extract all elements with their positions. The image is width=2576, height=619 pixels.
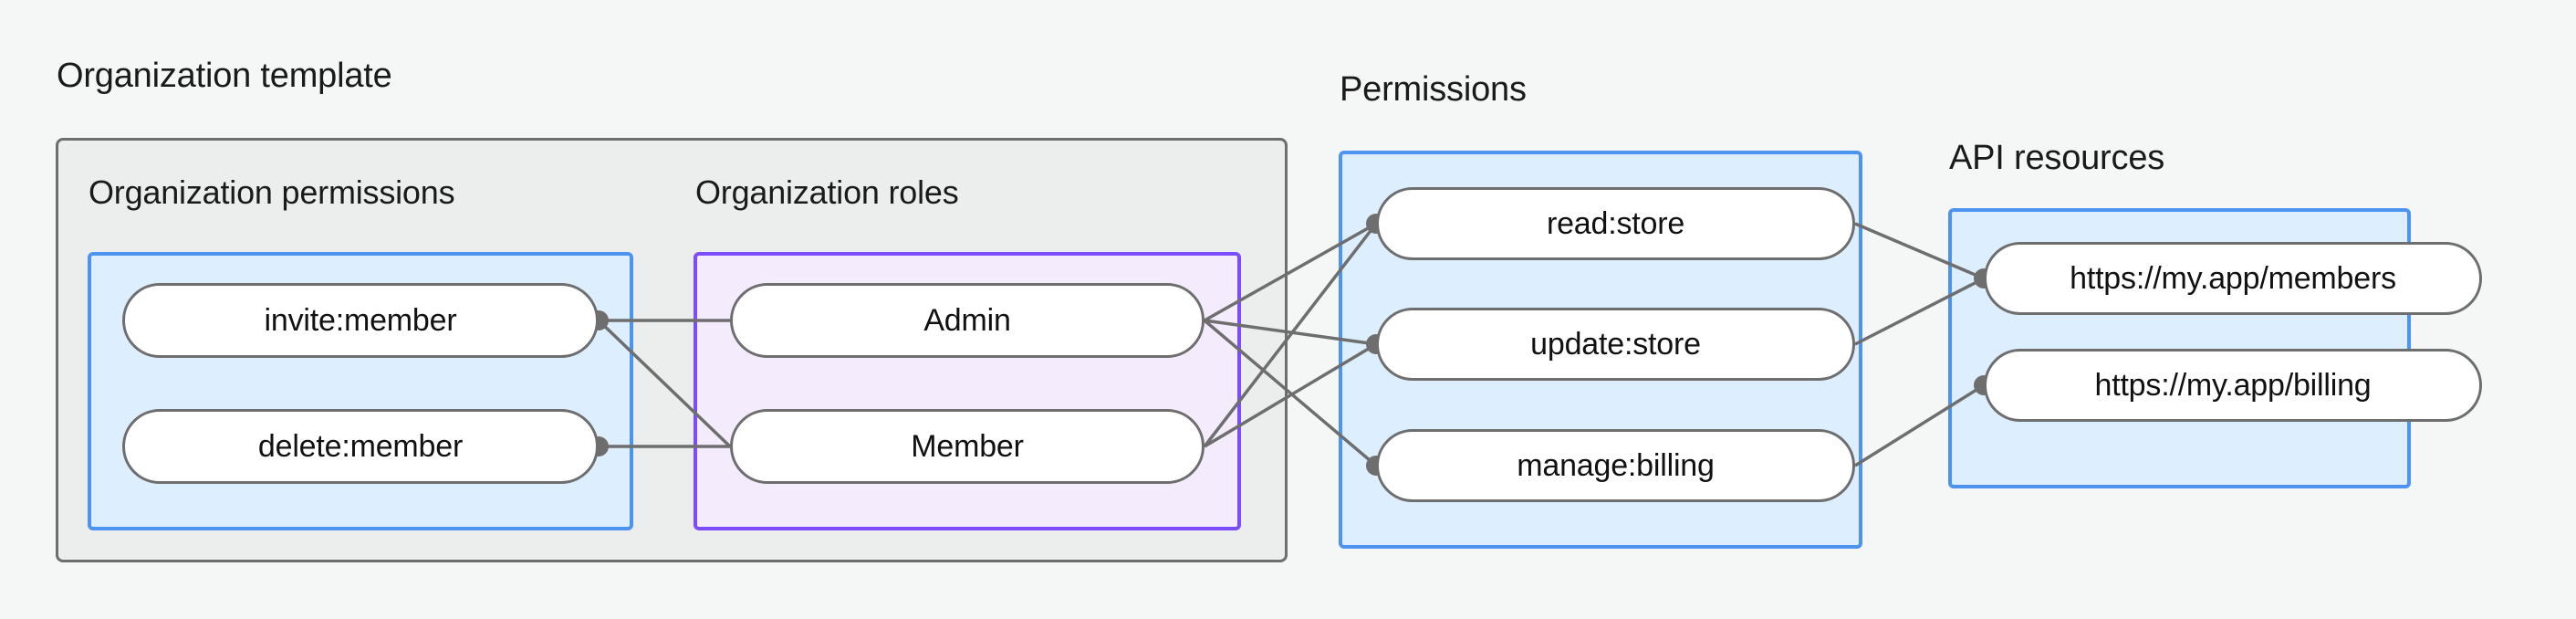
node-update-store[interactable]: update:store	[1376, 308, 1855, 381]
section-caption-permissions: Permissions	[1340, 70, 1527, 109]
group-title-organization-roles: Organization roles	[695, 173, 959, 211]
node-admin-role[interactable]: Admin	[730, 283, 1205, 358]
node-api-resource-members[interactable]: https://my.app/members	[1984, 242, 2482, 315]
section-caption-organization-template: Organization template	[57, 57, 392, 95]
node-read-store[interactable]: read:store	[1376, 187, 1855, 260]
group-title-organization-permissions: Organization permissions	[89, 173, 455, 211]
node-member-role[interactable]: Member	[730, 409, 1205, 484]
section-caption-api-resources: API resources	[1949, 139, 2165, 177]
node-api-resource-billing[interactable]: https://my.app/billing	[1984, 349, 2482, 422]
node-delete-member[interactable]: delete:member	[122, 409, 599, 484]
node-invite-member[interactable]: invite:member	[122, 283, 599, 358]
node-manage-billing[interactable]: manage:billing	[1376, 429, 1855, 502]
